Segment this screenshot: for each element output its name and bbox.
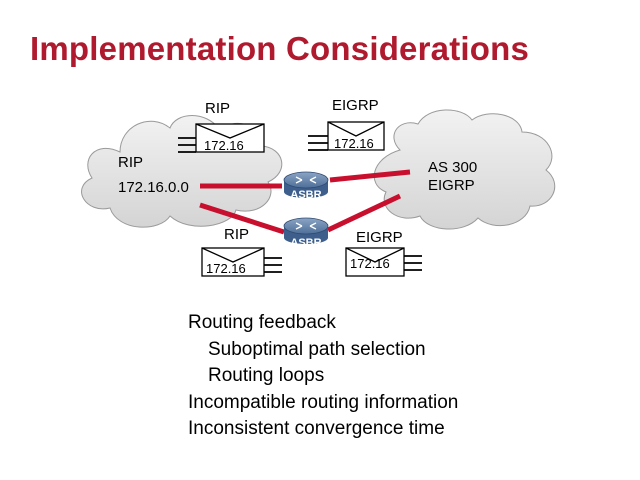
- update-envelope-bottom-left: RIP 172.16: [201, 226, 282, 277]
- bullet-item: Routing feedback: [188, 312, 336, 333]
- router-label: ASBR: [290, 189, 321, 201]
- bullet-item: Incompatible routing information: [188, 391, 459, 413]
- bullet-subitem: Routing loops: [208, 365, 325, 386]
- router-asbr-1: ASBR: [283, 171, 329, 201]
- update-protocol-label: EIGRP: [356, 229, 403, 246]
- link-asbr1-right: [329, 169, 411, 183]
- update-protocol-label: RIP: [205, 100, 230, 117]
- update-envelope-top-right: EIGRP 172.16: [308, 97, 385, 151]
- right-cloud-label-2: EIGRP: [428, 177, 475, 194]
- update-network-label: 172.16: [334, 136, 374, 151]
- bullet-list: Routing feedback Suboptimal path selecti…: [188, 310, 458, 443]
- update-envelope-top-left: RIP 172.16: [178, 100, 265, 153]
- bullet-item: Inconsistent convergence time: [188, 418, 445, 439]
- bullet-subitem: Suboptimal path selection: [208, 338, 426, 360]
- update-network-label: 172.16: [350, 256, 390, 271]
- update-network-label: 172.16: [204, 138, 244, 153]
- network-diagram: ASBR ASBR RIP 172.16.0.0 AS 300 EIGRP RI…: [81, 97, 556, 277]
- right-cloud: [373, 109, 556, 230]
- right-cloud-label-1: AS 300: [428, 159, 477, 176]
- router-asbr-2: ASBR: [283, 217, 329, 249]
- link-asbr2-right: [326, 193, 402, 233]
- link-asbr2-left: [199, 202, 285, 235]
- update-protocol-label: EIGRP: [332, 97, 379, 114]
- router-label: ASBR: [290, 237, 321, 249]
- slide-title: Implementation Considerations: [30, 30, 530, 67]
- left-cloud-label-1: RIP: [118, 154, 143, 171]
- update-network-label: 172.16: [206, 261, 246, 276]
- left-cloud-label-2: 172.16.0.0: [118, 179, 189, 196]
- update-envelope-bottom-right: EIGRP 172.16: [345, 229, 422, 277]
- update-protocol-label: RIP: [224, 226, 249, 243]
